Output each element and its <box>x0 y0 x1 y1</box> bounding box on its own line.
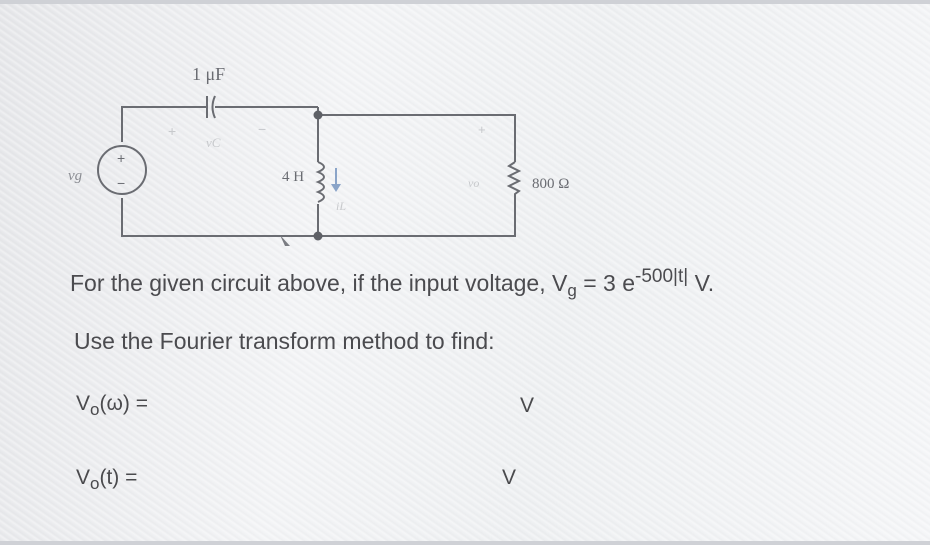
resistor-zigzag-icon <box>506 161 522 198</box>
answer-vo-omega-unit: V <box>520 394 535 417</box>
inductor-label: 4 H <box>282 169 304 185</box>
capacitor-minus: − <box>258 121 266 137</box>
wire-bottom-left <box>121 198 318 237</box>
problem-statement: For the given circuit above, if the inpu… <box>70 266 715 300</box>
capacitor-plate-right <box>211 95 216 119</box>
cursor-icon <box>280 235 290 246</box>
node-bottom <box>313 231 323 241</box>
source-label: vg <box>68 168 83 184</box>
wire-top-right <box>318 114 516 162</box>
source-minus: − <box>117 175 125 191</box>
wire-top-left <box>121 106 200 142</box>
answer-vo-omega-label: Vo(ω) = <box>76 392 148 419</box>
inductor-current-label: iL <box>336 199 346 213</box>
capacitor-voltage-label: vC <box>206 135 221 150</box>
voltage-source-icon <box>97 145 147 195</box>
instruction-text: Use the Fourier transform method to find… <box>74 328 495 354</box>
source-plus: + <box>117 150 125 166</box>
node-top <box>313 110 323 120</box>
output-plus: + <box>478 122 486 137</box>
resistor-label: 800 Ω <box>532 176 569 192</box>
output-voltage-label: vo <box>468 176 479 190</box>
top-edge <box>0 0 930 4</box>
bottom-edge <box>0 541 930 545</box>
inductor-coil-icon <box>315 161 325 203</box>
wire-bottom-right <box>318 198 516 237</box>
answer-vo-t-unit: V <box>502 466 517 489</box>
answer-vo-t-label: Vo(t) = <box>76 466 138 493</box>
capacitor-label: 1 μF <box>192 64 225 84</box>
capacitor-plus: + <box>168 123 176 139</box>
